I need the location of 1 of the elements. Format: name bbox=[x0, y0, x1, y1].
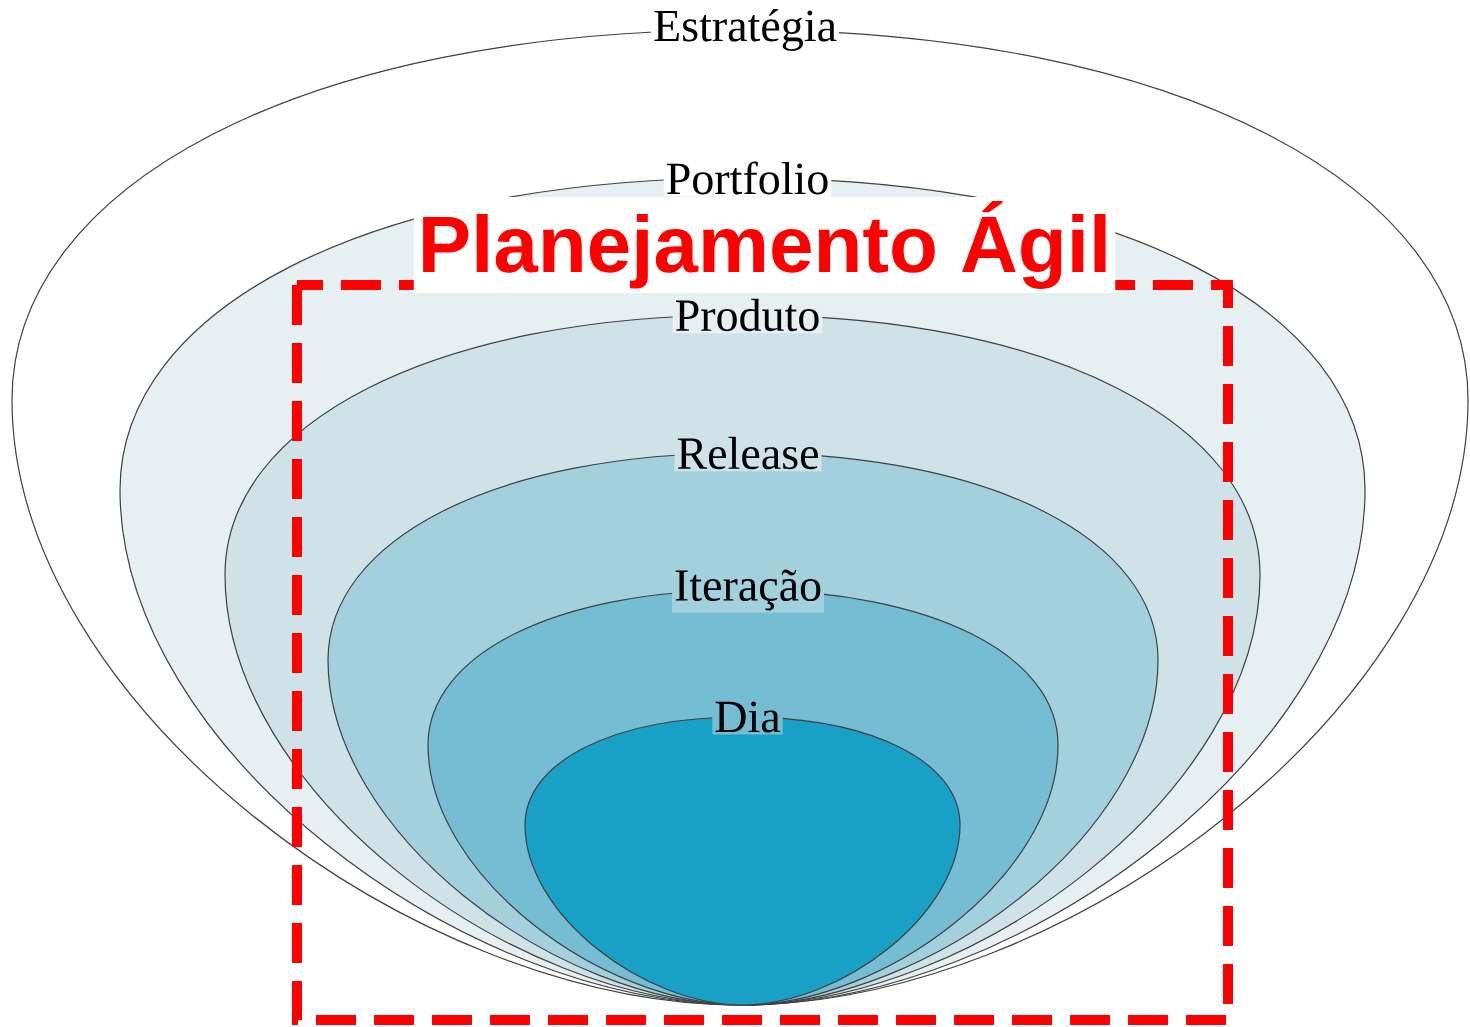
onion-layer: Dia bbox=[524, 699, 961, 1006]
